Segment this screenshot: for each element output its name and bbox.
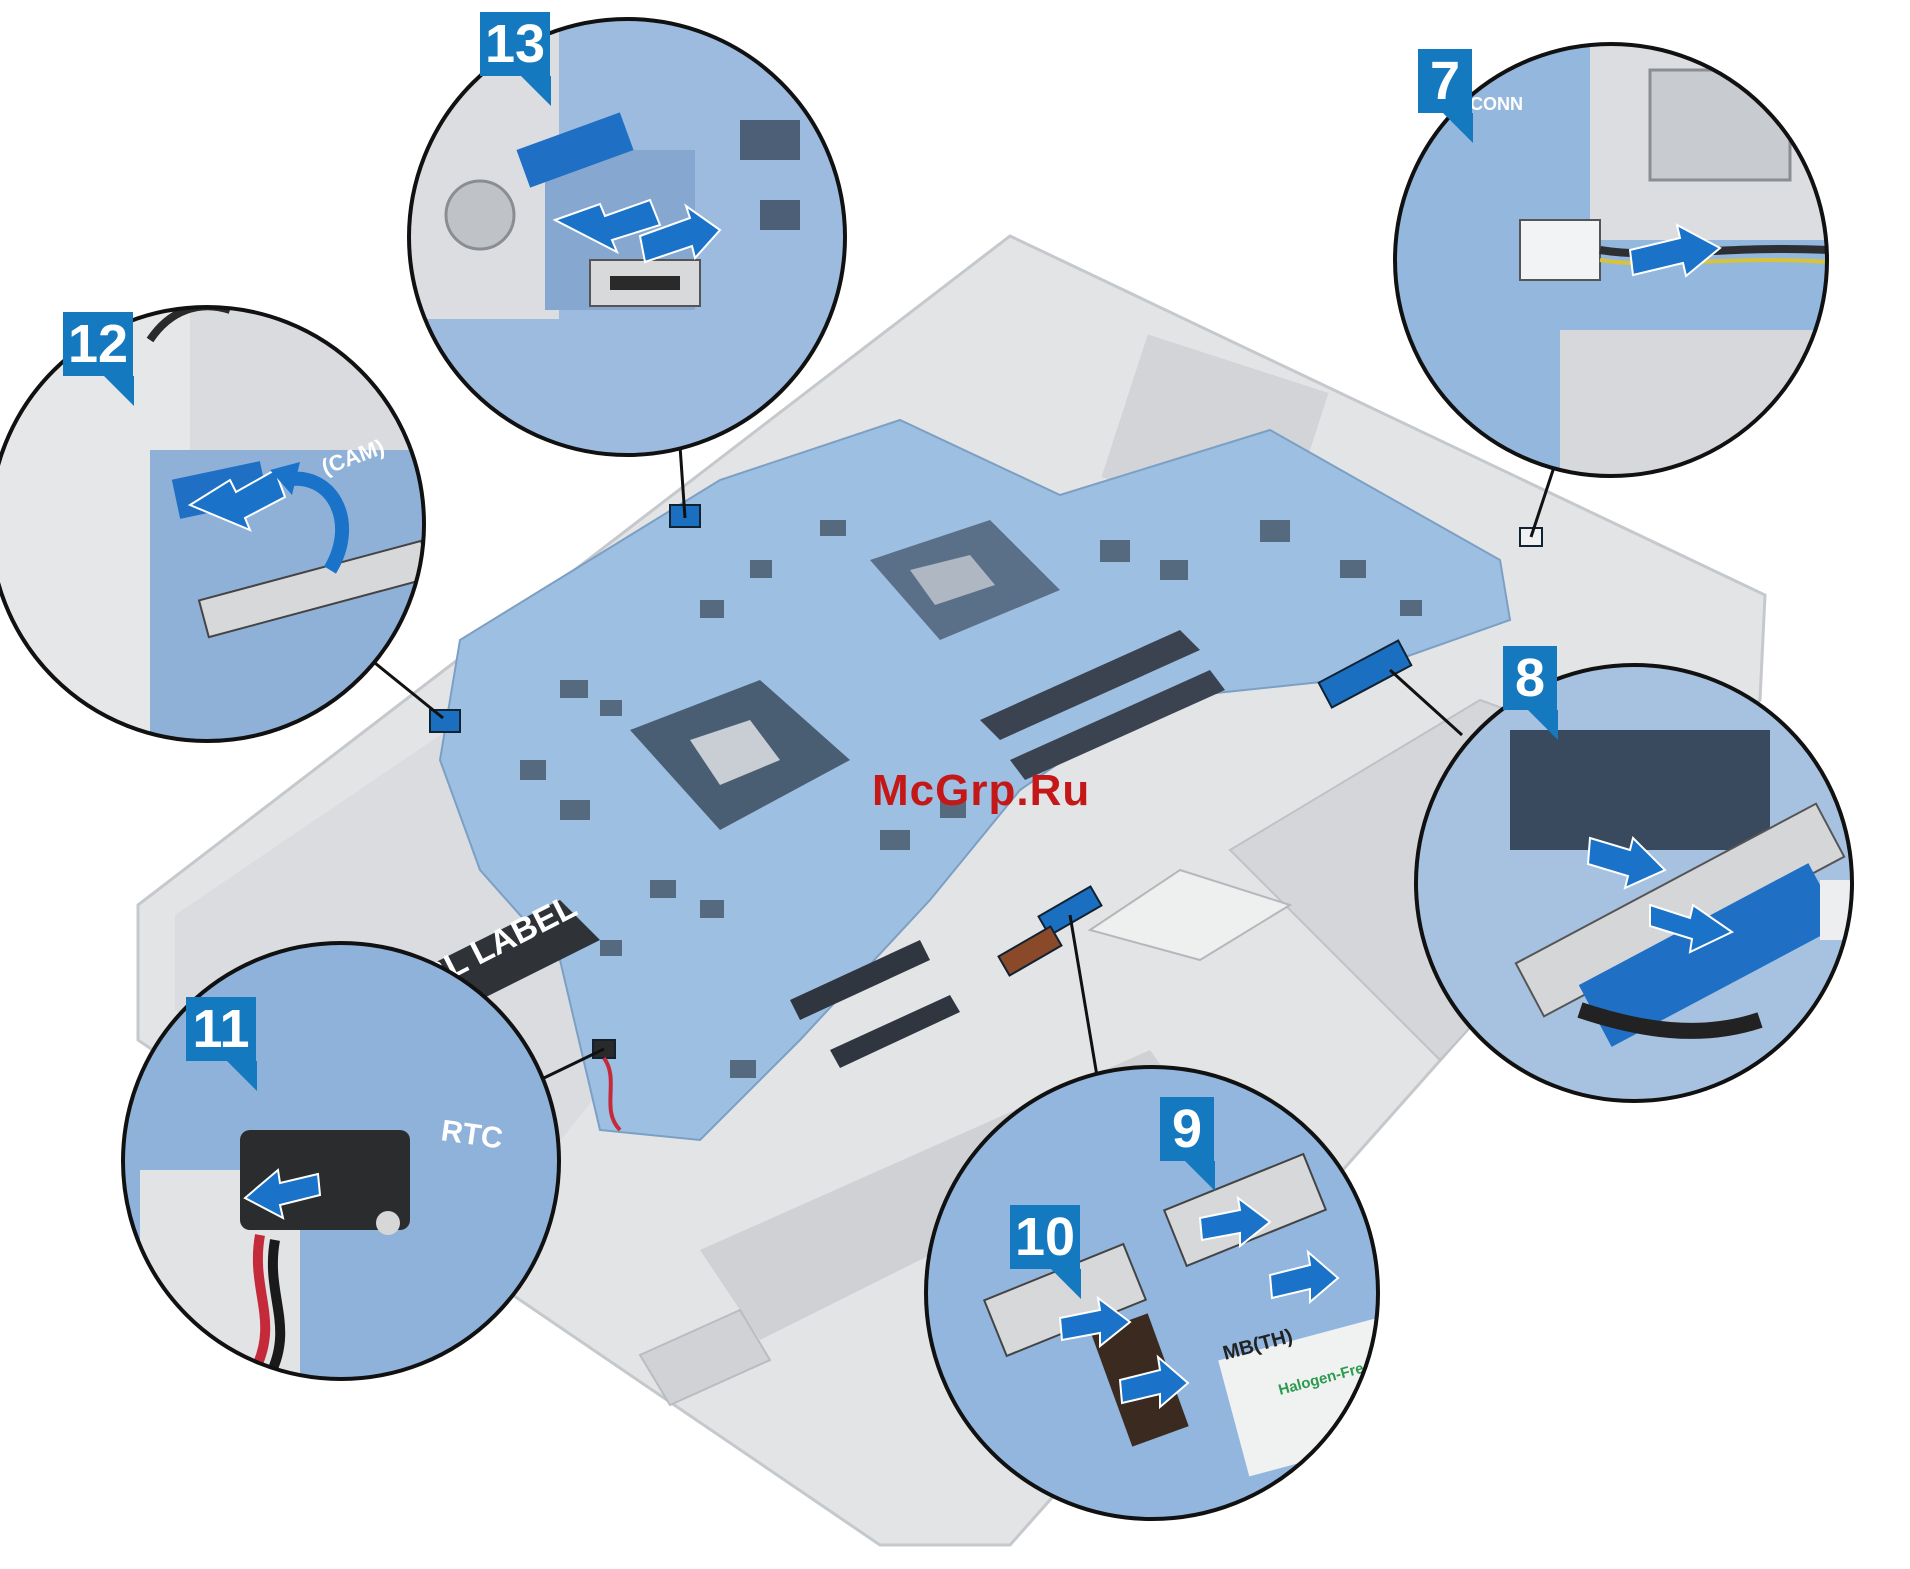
- conn-label: CONN: [1470, 94, 1523, 114]
- step-badge-8: 8: [1503, 646, 1557, 710]
- step-badge-12: 12: [63, 312, 133, 376]
- step-badge-13: 13: [480, 12, 550, 76]
- step-badge-10: 10: [1010, 1205, 1080, 1269]
- step-badge-11: 11: [186, 997, 256, 1061]
- callout-step-13: [409, 19, 845, 455]
- step-badge-7: 7: [1418, 49, 1472, 113]
- step-badge-9: 9: [1160, 1097, 1214, 1161]
- watermark-text: McGrp.Ru: [872, 766, 1090, 816]
- callout-step-8: [1416, 665, 1880, 1101]
- connector-12-location: [430, 710, 460, 732]
